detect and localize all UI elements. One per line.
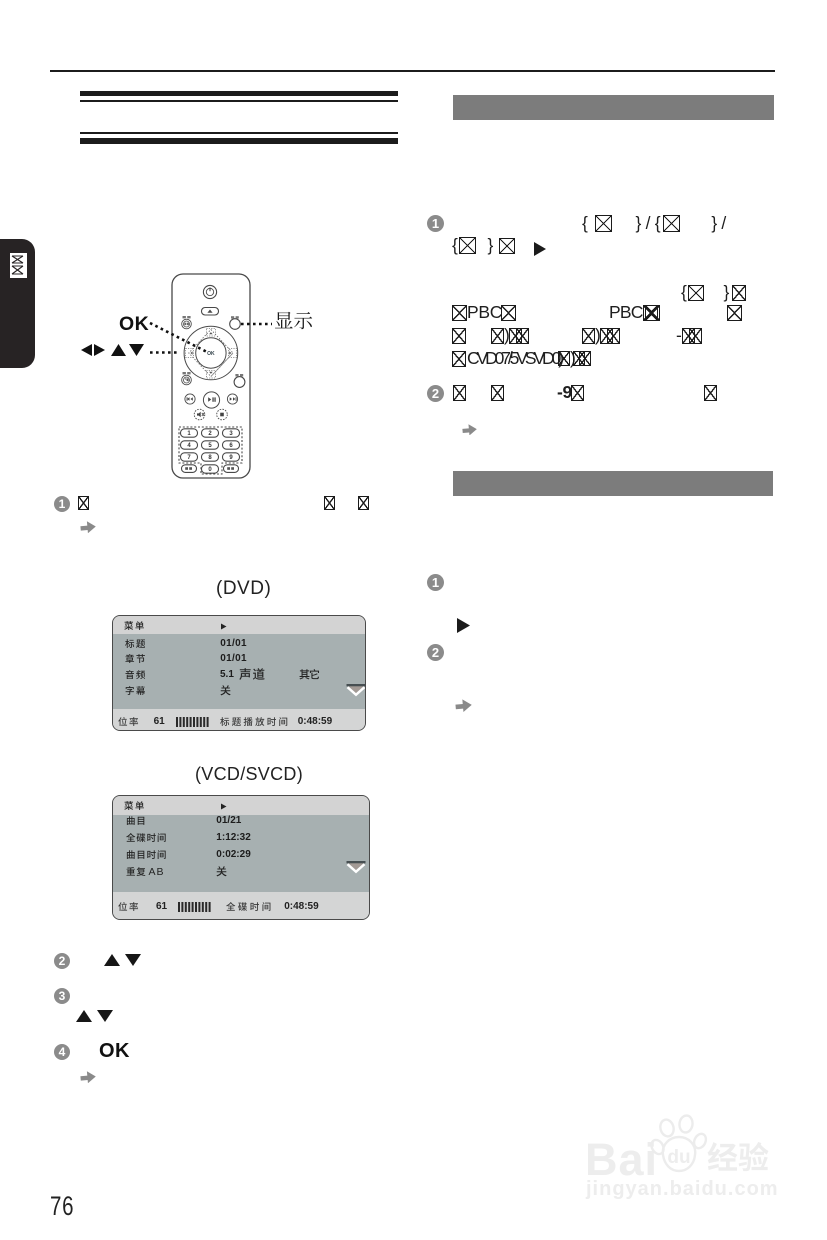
svg-text:5: 5 <box>208 443 212 449</box>
svg-text:4: 4 <box>187 443 191 449</box>
svg-text:8: 8 <box>208 455 212 461</box>
svg-text:3: 3 <box>229 431 233 437</box>
svg-text:6: 6 <box>229 443 233 449</box>
svg-text:1: 1 <box>187 431 191 437</box>
svg-text:7: 7 <box>187 455 191 461</box>
svg-text:du: du <box>667 1147 690 1168</box>
svg-text:9: 9 <box>229 455 233 461</box>
svg-text:0: 0 <box>208 467 212 473</box>
svg-text:2: 2 <box>208 431 212 437</box>
svg-text:OK: OK <box>207 351 215 357</box>
